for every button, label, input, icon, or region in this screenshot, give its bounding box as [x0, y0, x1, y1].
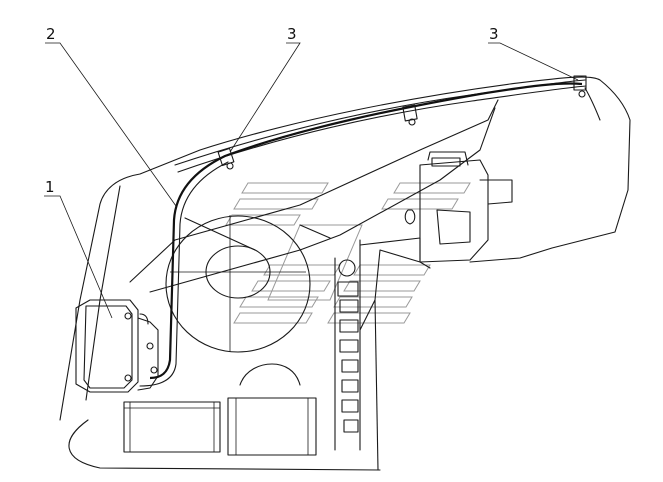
- watermark-logo: [225, 182, 471, 324]
- callout-1: 1: [45, 178, 55, 196]
- part-2-cable-harness: [139, 82, 583, 387]
- part-1-control-unit: [75, 299, 159, 393]
- callout-2: 2: [46, 25, 56, 43]
- part-3-clips: [217, 75, 587, 170]
- clip-3: [573, 75, 587, 98]
- cab-outline: [59, 76, 631, 471]
- clip-1: [217, 147, 235, 170]
- callout-labels: 1 2 3 3: [45, 25, 499, 196]
- callout-3-left: 3: [287, 25, 297, 43]
- callout-3-right: 3: [489, 25, 499, 43]
- clip-2: [402, 104, 418, 126]
- interior-structure: [123, 99, 513, 471]
- steering-wheel: [165, 215, 311, 353]
- leader-lines: [44, 42, 579, 319]
